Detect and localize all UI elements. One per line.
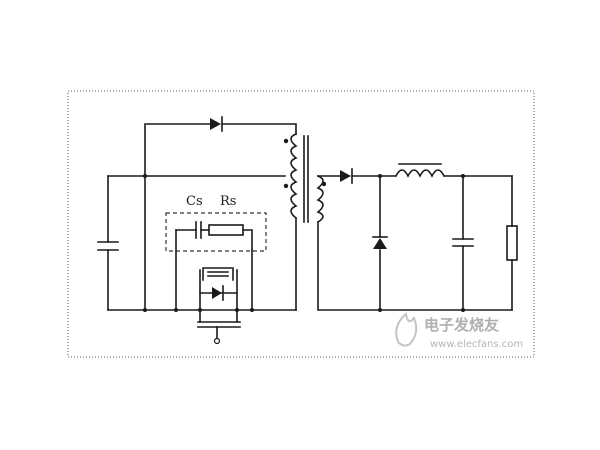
freewheel-diode (372, 236, 388, 249)
junction-dot (250, 308, 254, 312)
mosfet-switch (197, 267, 241, 345)
snubber-resistor-wire (242, 229, 253, 251)
clamp-diode (210, 116, 223, 132)
junction-dot (461, 174, 465, 178)
junction-dot (143, 174, 147, 178)
secondary-winding (316, 174, 327, 224)
cs-label: Cs (186, 194, 203, 209)
rectifier-diode (340, 168, 353, 184)
watermark-logo: 电子发烧友 www.elecfans.com (395, 312, 523, 350)
junction-dot (378, 174, 382, 178)
secondary-circuit (316, 163, 518, 312)
snubber-capacitor (175, 221, 210, 239)
clamp-diode-wires (144, 123, 297, 177)
output-capacitor (452, 238, 474, 247)
transformer-core (303, 135, 309, 223)
primary-winding (283, 132, 298, 220)
snubber-resistor (208, 224, 244, 236)
primary-circuit: Cs Rs (97, 116, 309, 345)
load-resistor (506, 225, 518, 261)
output-inductor (394, 163, 446, 178)
secondary-bottom-rail (317, 221, 513, 311)
junction-dot (198, 308, 202, 312)
junction-dot (174, 308, 178, 312)
snubber-box (165, 212, 267, 252)
watermark-brand: 电子发烧友 (424, 316, 499, 334)
input-capacitor (97, 241, 119, 251)
junction-dot (143, 308, 147, 312)
junction-dot (235, 308, 239, 312)
rs-label: Rs (220, 194, 236, 209)
junction-dot (461, 308, 465, 312)
watermark-url: www.elecfans.com (430, 339, 523, 350)
junction-dot (378, 308, 382, 312)
